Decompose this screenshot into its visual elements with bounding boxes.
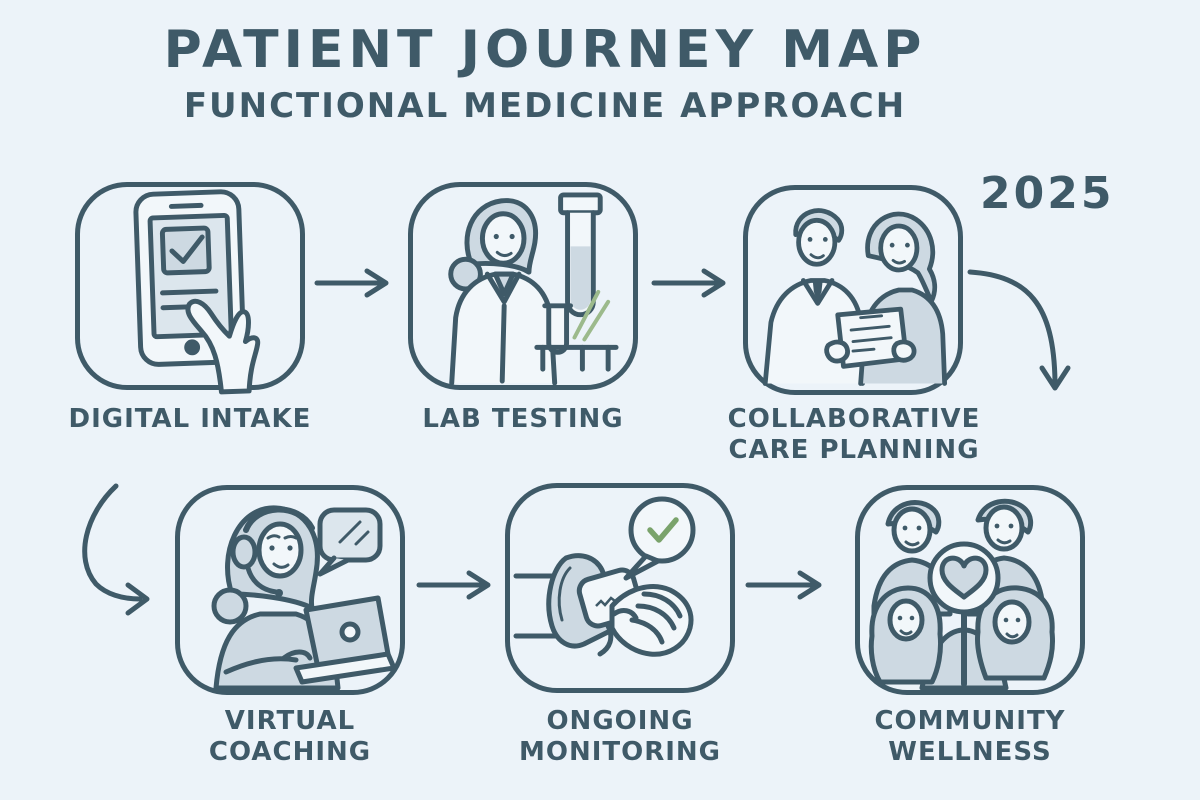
step-community-wellness-label: COMMUNITY WELLNESS — [874, 706, 1066, 768]
year-label: 2025 — [980, 168, 1115, 219]
step-community-wellness-box — [855, 485, 1085, 695]
step-collaborative-care-planning-label: COLLABORATIVE CARE PLANNING — [727, 404, 981, 466]
lab-scientist-testtube-icon — [448, 192, 619, 386]
page-title: PATIENT JOURNEY MAP — [163, 20, 927, 80]
step-collaborative-care-planning-box — [743, 185, 963, 395]
curved-arrow-right-icon — [82, 483, 150, 616]
arrow-right-icon — [745, 570, 822, 600]
curved-arrow-down-icon — [967, 269, 1071, 391]
step-virtual-coaching-label: VIRTUAL COACHING — [208, 706, 372, 768]
arrow-right-icon — [314, 268, 389, 298]
arrow-right-icon — [416, 570, 491, 600]
doctor-patient-plan-icon — [762, 208, 948, 386]
step-ongoing-monitoring-label: ONGOING MONITORING — [518, 706, 722, 768]
step-lab-testing-box — [408, 182, 638, 390]
coach-headset-laptop-icon — [211, 505, 397, 691]
header: PATIENT JOURNEY MAP FUNCTIONAL MEDICINE … — [0, 20, 1090, 126]
step-digital-intake-box — [75, 182, 305, 395]
arrow-right-icon — [651, 268, 726, 298]
step-digital-intake-label: DIGITAL INTAKE — [68, 404, 312, 434]
family-heart-sign-icon — [868, 498, 1055, 691]
smartphone-check-icon — [133, 189, 261, 395]
step-lab-testing-label: LAB TESTING — [422, 404, 624, 434]
step-virtual-coaching-box — [175, 485, 405, 695]
page-subtitle: FUNCTIONAL MEDICINE APPROACH — [183, 86, 907, 126]
step-ongoing-monitoring-box — [505, 483, 735, 693]
smartwatch-wrist-icon — [513, 496, 696, 657]
